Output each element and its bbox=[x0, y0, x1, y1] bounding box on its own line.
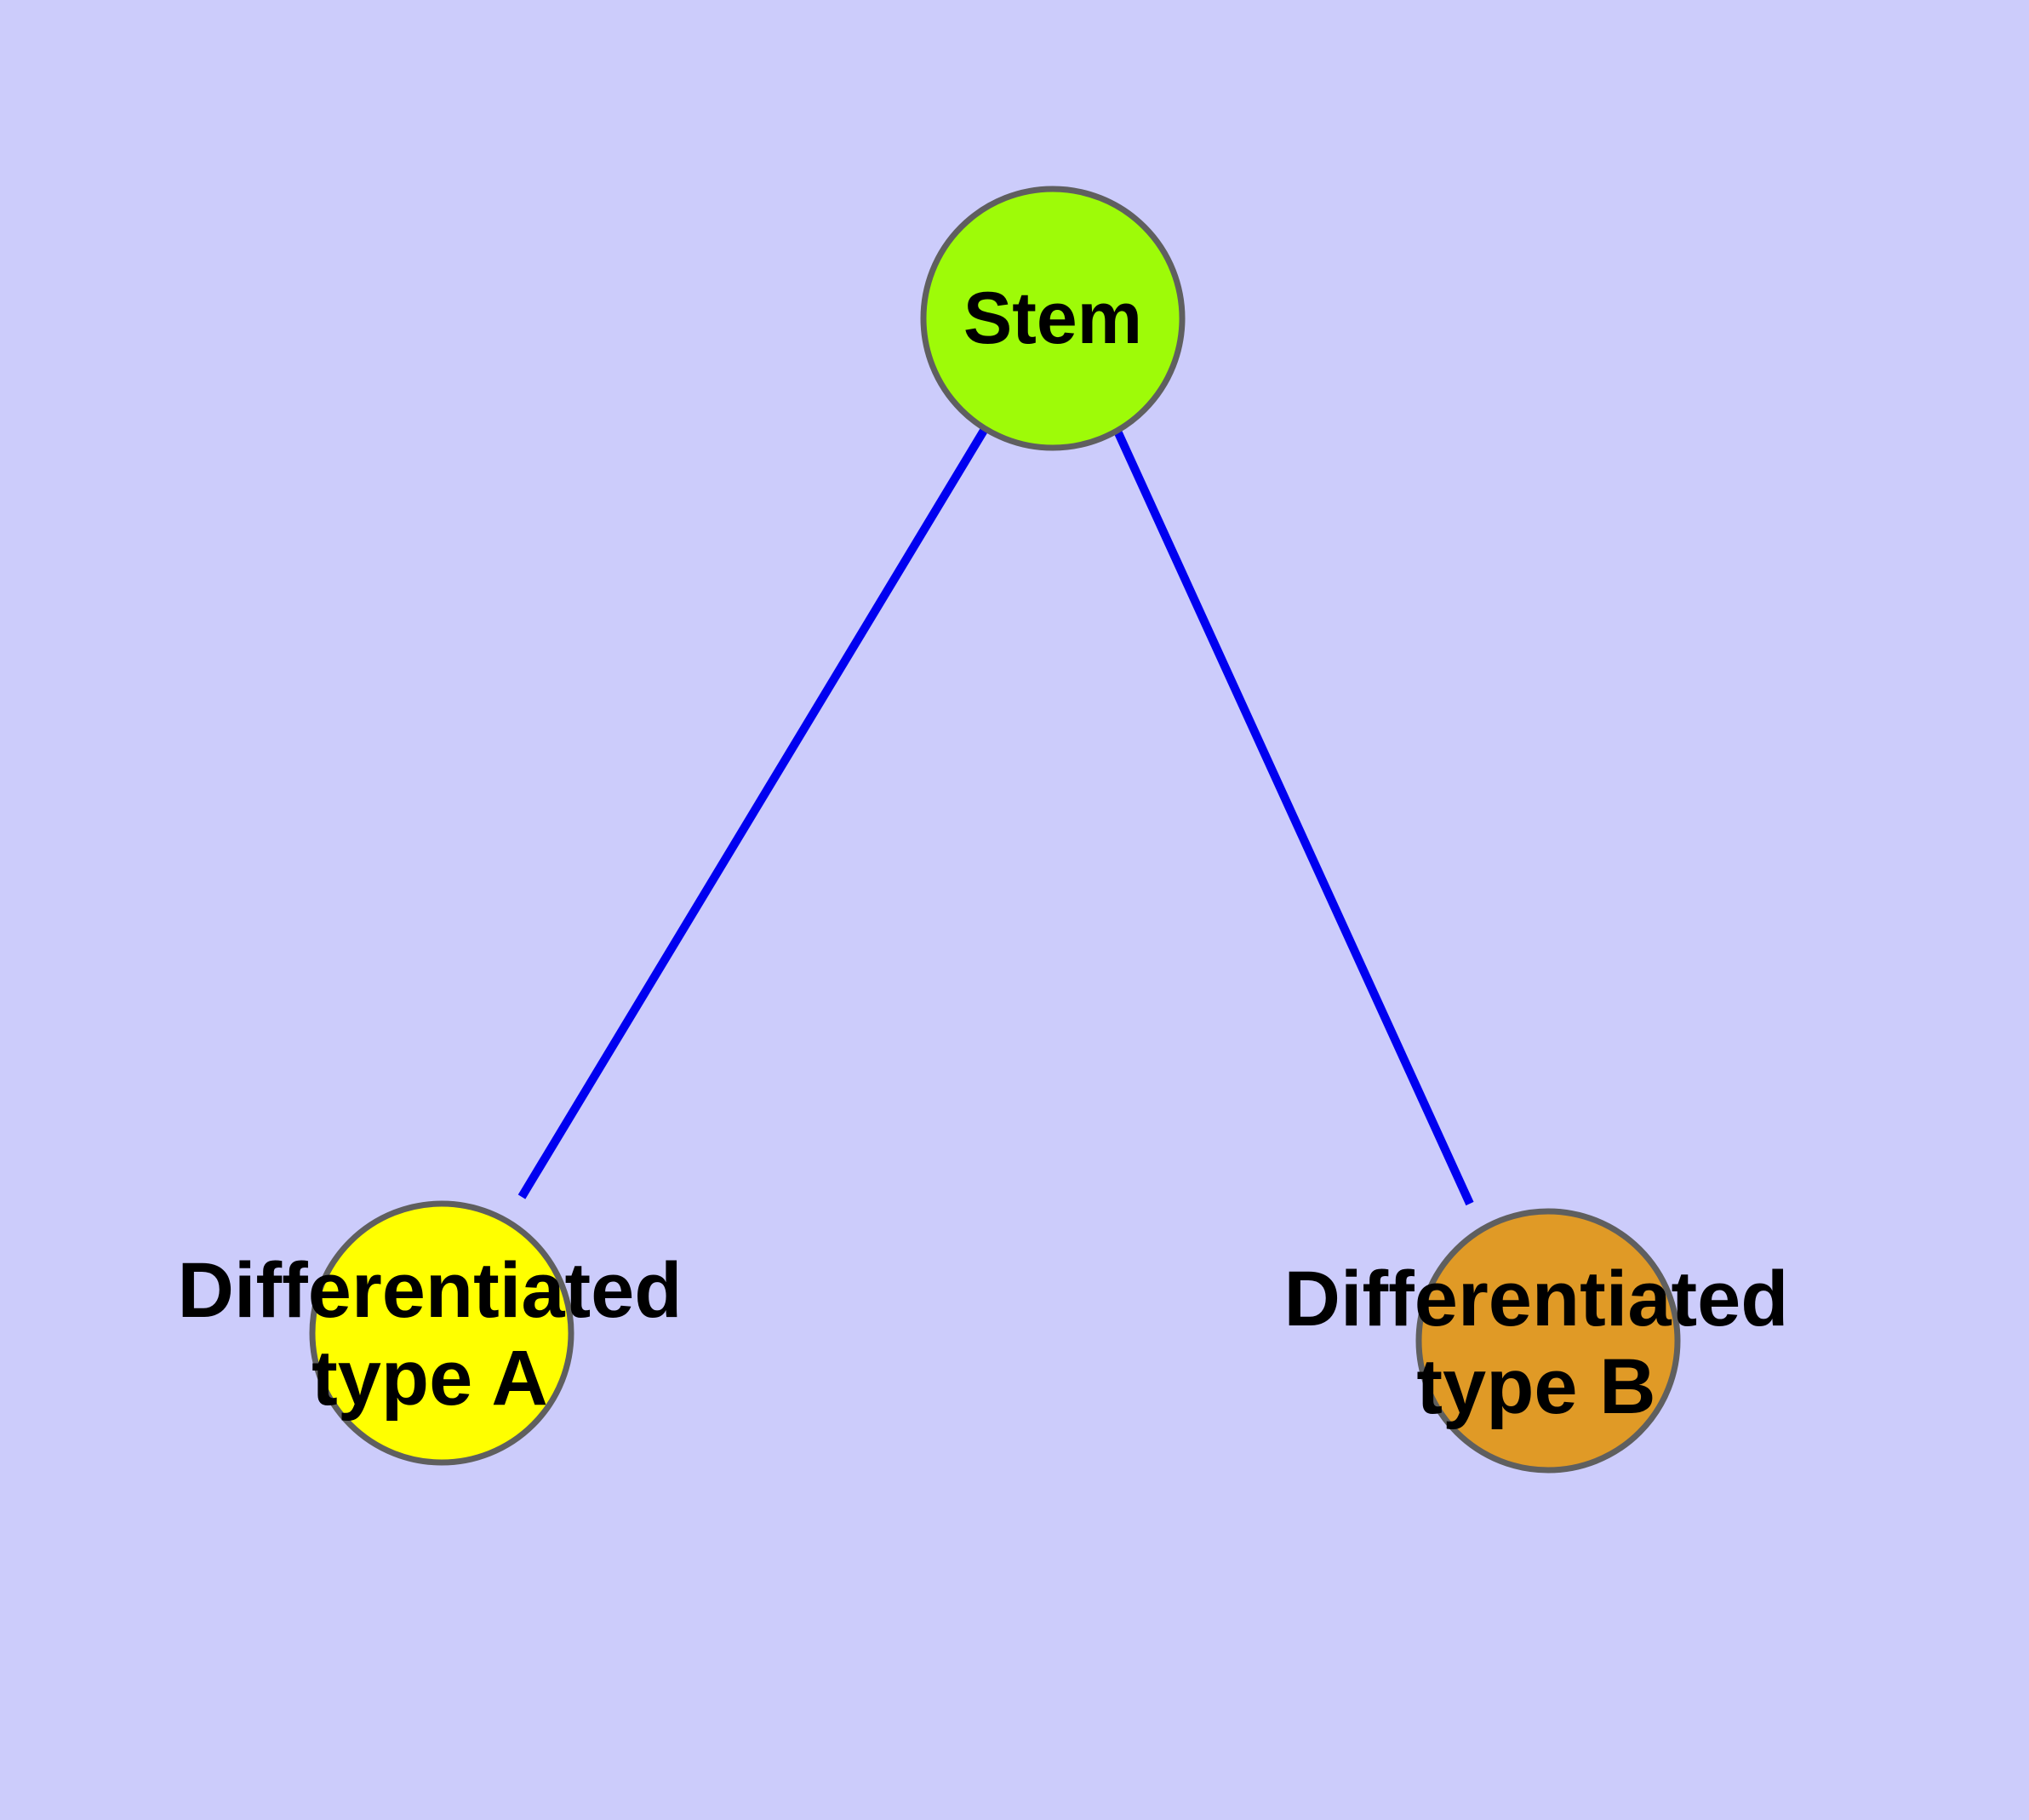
edge-layer bbox=[517, 425, 1474, 1206]
node-diff-type-b[interactable] bbox=[1415, 1208, 1681, 1474]
edge-stem-to-type-a[interactable] bbox=[517, 426, 989, 1199]
node-layer bbox=[309, 186, 1681, 1474]
node-stem[interactable] bbox=[920, 186, 1186, 451]
edge-stem-to-type-b[interactable] bbox=[1112, 425, 1474, 1206]
node-diff-type-a[interactable] bbox=[309, 1200, 574, 1466]
